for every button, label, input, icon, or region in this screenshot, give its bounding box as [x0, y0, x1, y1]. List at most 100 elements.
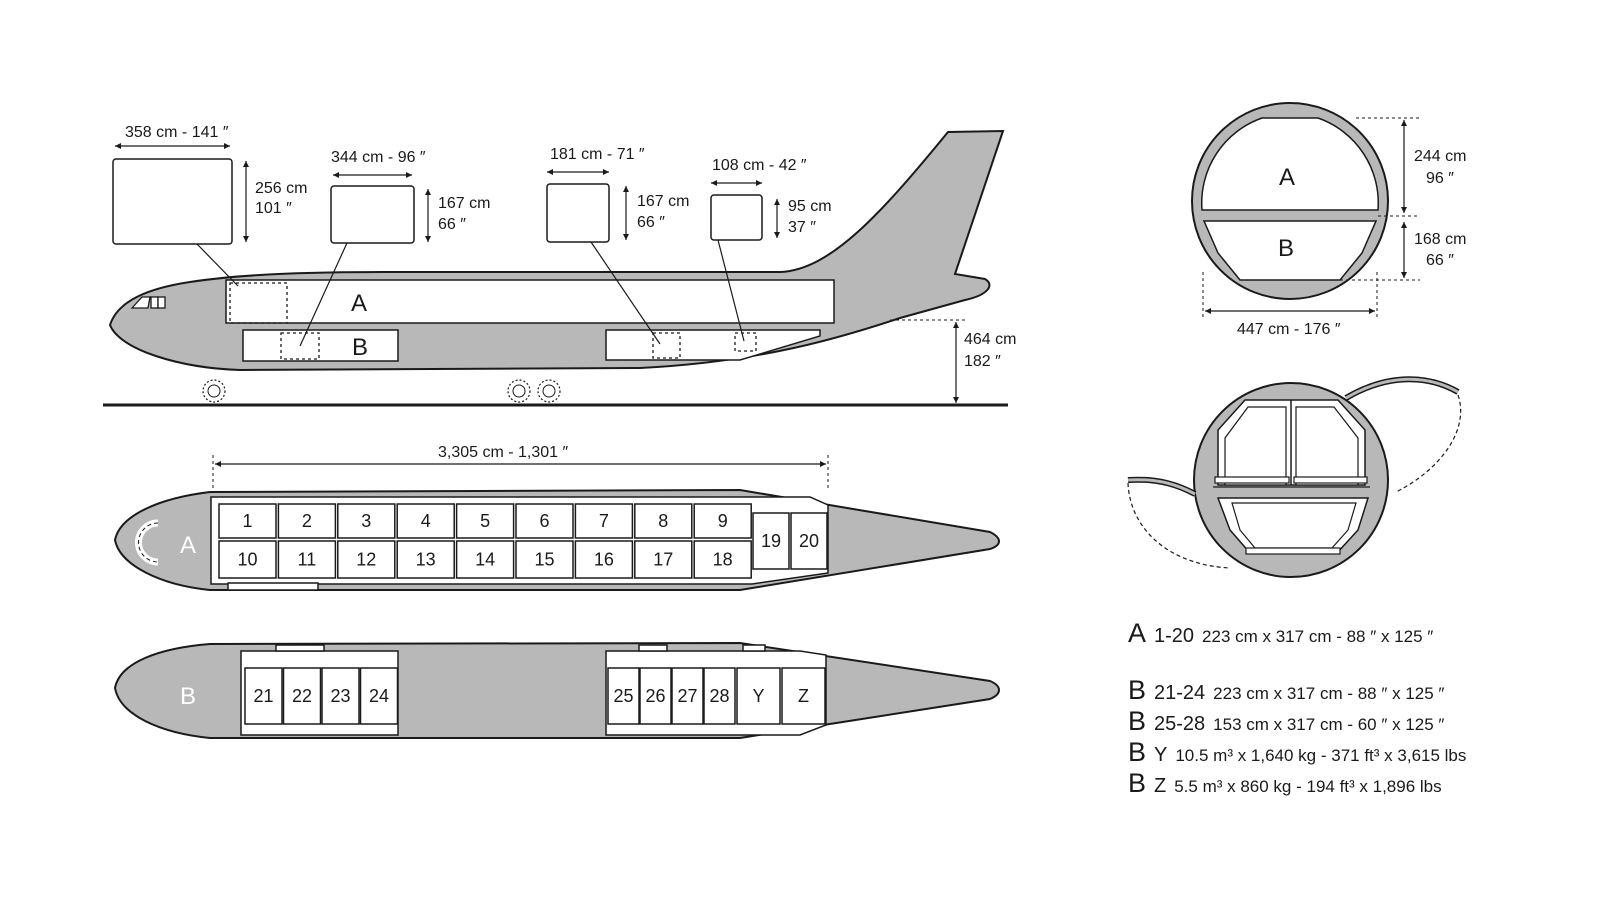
legend-deck-letter: A [1128, 618, 1147, 648]
pallet-position: 20 [790, 512, 828, 570]
pallet-position-number: 13 [416, 550, 436, 570]
pallet-position: 2 [277, 503, 337, 539]
door-1-height-cm: 256 cm [255, 180, 307, 197]
pallet-position-number: 11 [298, 550, 317, 570]
door-2-height-cm: 167 cm [438, 195, 490, 212]
door-size-3: 181 cm - 71 ″ 167 cm 66 ″ [546, 146, 689, 345]
section-upper-height-in: 96 ″ [1426, 170, 1454, 187]
cockpit-windows [130, 296, 166, 309]
pallet-position-number: 25 [613, 686, 633, 706]
pallet-position-box [634, 503, 693, 539]
legend-deck-letter: B [1128, 675, 1147, 705]
legend-deck-letter: B [1128, 768, 1147, 798]
pallet-position: 1 [218, 503, 277, 539]
upper-deck-hold-side [225, 279, 835, 324]
pallet-position-number: 22 [292, 686, 312, 706]
pallet-position-number: 16 [594, 550, 614, 570]
pallet-position: Z [781, 667, 826, 725]
pallet-position-box [752, 512, 790, 570]
pallet-position: 19 [752, 512, 790, 570]
pallet-position: 21 [244, 667, 283, 725]
pallet-position-box [703, 667, 736, 725]
pallet-position: 12 [337, 540, 396, 579]
pallet-position-box [337, 540, 396, 579]
legend-description: 223 cm x 317 cm - 88 ″ x 125 ″ [1202, 627, 1434, 646]
pallet-position-box [321, 667, 360, 725]
legend-position-range: 25-28 [1154, 713, 1206, 735]
pallet-position: 28 [703, 667, 736, 725]
overall-height-cm: 464 cm [964, 331, 1016, 348]
deck-length-label: 3,305 cm - 1,301 ″ [438, 444, 569, 461]
legend-row: A 1-20 223 cm x 317 cm - 88 ″ x 125 ″ [1128, 618, 1433, 649]
pallet-position: 13 [396, 540, 455, 579]
door-3-height-in: 66 ″ [637, 214, 665, 231]
pallet-position: 6 [515, 503, 574, 539]
section-deck-b-label: B [1278, 235, 1294, 262]
pallet-position-number: 6 [539, 511, 549, 531]
pallet-position: 14 [455, 540, 515, 579]
pallet-position-box [337, 503, 396, 539]
legend-row: B 21-24 223 cm x 317 cm - 88 ″ x 125 ″ [1128, 675, 1444, 706]
pallet-position-box [671, 667, 704, 725]
legend-description: 223 cm x 317 cm - 88 ″ x 125 ″ [1213, 684, 1445, 703]
pallet-position-number: 28 [709, 686, 729, 706]
door-2-width: 344 cm - 96 ″ [331, 149, 426, 166]
pallet-position-number: 18 [713, 550, 733, 570]
door-1-width: 358 cm - 141 ″ [125, 124, 229, 141]
legend-row: B 25-28 153 cm x 317 cm - 60 ″ x 125 ″ [1128, 706, 1444, 737]
pallet-position: 5 [455, 503, 515, 539]
door-4-width: 108 cm - 42 ″ [712, 157, 807, 174]
bulk-hold-door-marker [742, 644, 766, 652]
legend-row: B Y 10.5 m³ x 1,640 kg - 371 ft³ x 3,615… [1128, 737, 1466, 768]
pallet-position-number: 8 [658, 511, 668, 531]
pallet-position-box [455, 540, 515, 579]
door-size-1: 358 cm - 141 ″ 256 cm 101 ″ [112, 124, 307, 287]
lower-forward-hold-side [242, 329, 399, 362]
pallet-position: 26 [639, 667, 672, 725]
pallet-position-number: 19 [761, 531, 781, 551]
pallet-position: 25 [607, 667, 640, 725]
aft-cargo-door-outline [652, 332, 681, 359]
pallet-position-box [282, 667, 322, 725]
door-1-height-in: 101 ″ [255, 200, 292, 217]
lower-deck-label: B [180, 683, 196, 710]
legend-position-range: Y [1154, 744, 1168, 766]
pallet-position: 18 [693, 540, 752, 579]
pallet-position-number: 23 [330, 686, 350, 706]
section-upper-height-cm: 244 cm [1414, 148, 1466, 165]
section-lower-height-cm: 168 cm [1414, 231, 1466, 248]
pallet-position: 24 [359, 667, 399, 725]
legend-description: 10.5 m³ x 1,640 kg - 371 ft³ x 3,615 lbs [1175, 746, 1467, 765]
pallet-position-box [639, 667, 672, 725]
fuselage-cross-section: A B 244 cm 96 ″ 168 cm 66 ″ 447 cm - 176… [1191, 102, 1466, 338]
pallet-position-box [515, 503, 574, 539]
pallet-position-number: 1 [242, 511, 252, 531]
forward-hold-door-marker [275, 644, 325, 652]
pallet-position-box [693, 503, 752, 539]
door-4-height-in: 37 ″ [788, 219, 816, 236]
pallet-position-number: 20 [799, 531, 819, 551]
pallet-position: 23 [321, 667, 360, 725]
section-width-label: 447 cm - 176 ″ [1237, 321, 1341, 338]
pallet-position-number: 12 [356, 550, 376, 570]
deck-length-dimension: 3,305 cm - 1,301 ″ [212, 444, 829, 489]
pallet-position-box [574, 503, 634, 539]
legend-row: B Z 5.5 m³ x 860 kg - 194 ft³ x 1,896 lb… [1128, 768, 1442, 799]
pallet-position-number: 26 [645, 686, 665, 706]
door-3-width: 181 cm - 71 ″ [550, 146, 645, 163]
lower-aft-hold-side [605, 329, 821, 361]
pallet-position-box [277, 503, 337, 539]
legend-deck-letter: B [1128, 706, 1147, 736]
side-deck-label-a: A [351, 290, 367, 317]
section-deck-a-label: A [1279, 164, 1295, 191]
pallet-position: 22 [282, 667, 322, 725]
pallet-position-box [218, 503, 277, 539]
pallet-position-box [736, 667, 781, 725]
door-3-height-cm: 167 cm [637, 193, 689, 210]
pallet-position-box [359, 667, 399, 725]
upper-deck-door-marker [227, 582, 319, 591]
pallet-position-number: Z [798, 686, 809, 706]
pallet-position: Y [736, 667, 781, 725]
